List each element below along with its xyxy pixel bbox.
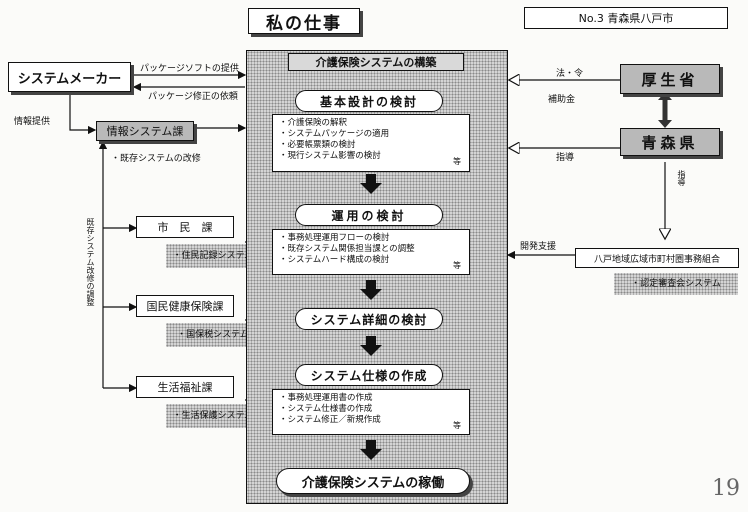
list-item: 事務処理運用フローの検討 — [279, 233, 463, 244]
union-system: ・認定審査会システム — [614, 273, 738, 295]
dept-health-insurance: 国民健康保険課 — [136, 295, 234, 317]
list-item: システム仕様書の作成 — [279, 404, 463, 415]
list-item: システムハード構成の検討 — [279, 255, 463, 266]
document-number: No.3 青森県八戸市 — [524, 7, 728, 29]
info-dept-item: ・既存システムの改修 — [111, 154, 201, 164]
step-basic-design-title: 基本設計の検討 — [295, 90, 443, 112]
dept-welfare-system: ・生活保護システム — [166, 404, 260, 428]
subsidy-label: 補助金 — [548, 95, 576, 105]
package-soft-label: パッケージソフトの提供 — [140, 64, 239, 74]
frame-title: 介護保険システムの構築 — [288, 53, 464, 71]
down-arrow-icon — [360, 174, 382, 194]
prefecture-box: 青森県 — [620, 128, 720, 156]
list-item: 現行システム影響の検討 — [279, 151, 463, 162]
dev-support-label: 開発支援 — [520, 242, 557, 252]
etc-mark: 等 — [453, 157, 461, 166]
step-spec-detail: 事務処理運用書の作成 システム仕様書の作成 システム修正／新規作成 等 — [272, 389, 470, 435]
step-spec-title: システム仕様の作成 — [295, 364, 443, 386]
package-fix-label: パッケージ修正の依頼 — [148, 92, 238, 102]
list-item: 介護保険の解釈 — [279, 118, 463, 129]
dept-welfare: 生活福祉課 — [136, 376, 234, 398]
info-system-dept: 情報システム課 — [96, 121, 194, 141]
step-spec-items: 事務処理運用書の作成 システム仕様書の作成 システム修正／新規作成 — [279, 393, 463, 426]
down-arrow-icon — [360, 440, 382, 460]
guidance-vertical-label: 指導 — [677, 170, 686, 186]
dept-citizen: 市 民 課 — [136, 216, 234, 238]
page-title: 私の仕事 — [248, 8, 360, 34]
dept-citizen-system: ・住民記録システム — [166, 244, 260, 268]
list-item: 必要帳票類の検討 — [279, 140, 463, 151]
guidance-label: 指導 — [556, 153, 575, 163]
down-arrow-icon — [360, 336, 382, 356]
system-operation-final: 介護保険システムの稼働 — [276, 468, 470, 494]
step-detail-study-title: システム詳細の検討 — [295, 308, 443, 330]
step-basic-design-items: 介護保険の解釈 システムパッケージの適用 必要帳票類の検討 現行システム影響の検… — [279, 118, 463, 162]
list-item: システム修正／新規作成 — [279, 415, 463, 426]
list-item: 既存システム関係担当課との調整 — [279, 244, 463, 255]
etc-mark: 等 — [453, 421, 461, 430]
coordination-label: 既存システム改修の調整 — [86, 218, 95, 306]
step-basic-design-detail: 介護保険の解釈 システムパッケージの適用 必要帳票類の検討 現行システム影響の検… — [272, 114, 470, 172]
etc-mark: 等 — [453, 261, 461, 270]
system-maker-box: システムメーカー — [8, 62, 131, 92]
union-box: 八戸地域広域市町村圏事務組合 — [575, 248, 739, 268]
info-provide-label: 情報提供 — [14, 117, 51, 127]
step-operation-items: 事務処理運用フローの検討 既存システム関係担当課との調整 システムハード構成の検… — [279, 233, 463, 266]
down-arrow-icon — [360, 280, 382, 300]
list-item: 事務処理運用書の作成 — [279, 393, 463, 404]
ministry-box: 厚生省 — [620, 64, 720, 94]
list-item: システムパッケージの適用 — [279, 129, 463, 140]
page-number: 19 — [712, 476, 740, 501]
law-label: 法・令 — [556, 69, 584, 79]
step-operation-detail: 事務処理運用フローの検討 既存システム関係担当課との調整 システムハード構成の検… — [272, 229, 470, 275]
dept-health-insurance-system: ・国保税システム — [166, 323, 260, 347]
step-operation-title: 運用の検討 — [295, 204, 443, 226]
